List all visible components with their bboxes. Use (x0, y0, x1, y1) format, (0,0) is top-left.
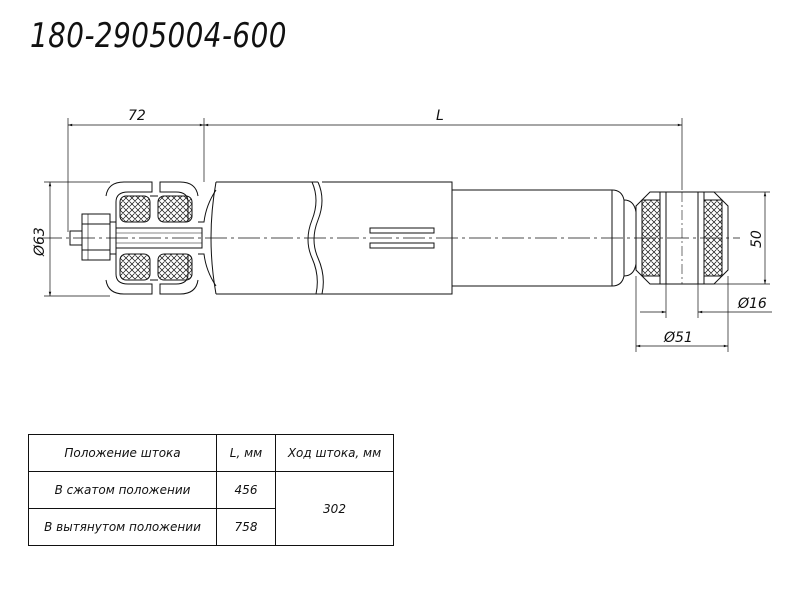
dim-body-diameter: Ø63 (32, 227, 48, 257)
dim-bushing-diameter: Ø51 (663, 330, 693, 346)
header-stroke: Ход штока, мм (275, 434, 394, 472)
table-row: В сжатом положении 456 302 (28, 471, 394, 546)
row-compressed-length: 456 (216, 471, 276, 509)
dim-l: L (436, 108, 444, 124)
row-extended-position: В вытянутом положении (28, 508, 217, 546)
part-number-title: 180-2905004-600 (30, 16, 287, 56)
header-length: L, мм (216, 434, 276, 472)
shock-absorber-drawing: 72 L Ø63 50 Ø16 Ø51 (32, 108, 772, 352)
dim-bushing-height: 50 (749, 230, 765, 248)
spec-table: Положение штока L, мм Ход штока, мм В сж… (28, 434, 394, 546)
stroke-value: 302 (275, 471, 394, 546)
dim-bore-diameter: Ø16 (737, 296, 767, 312)
table-header-row: Положение штока L, мм Ход штока, мм (28, 434, 394, 472)
header-position: Положение штока (28, 434, 217, 472)
dim-72: 72 (128, 108, 146, 124)
row-extended-length: 758 (216, 508, 276, 546)
table-row: В вытянутом положении 758 (28, 508, 394, 546)
row-compressed-position: В сжатом положении (28, 471, 217, 509)
